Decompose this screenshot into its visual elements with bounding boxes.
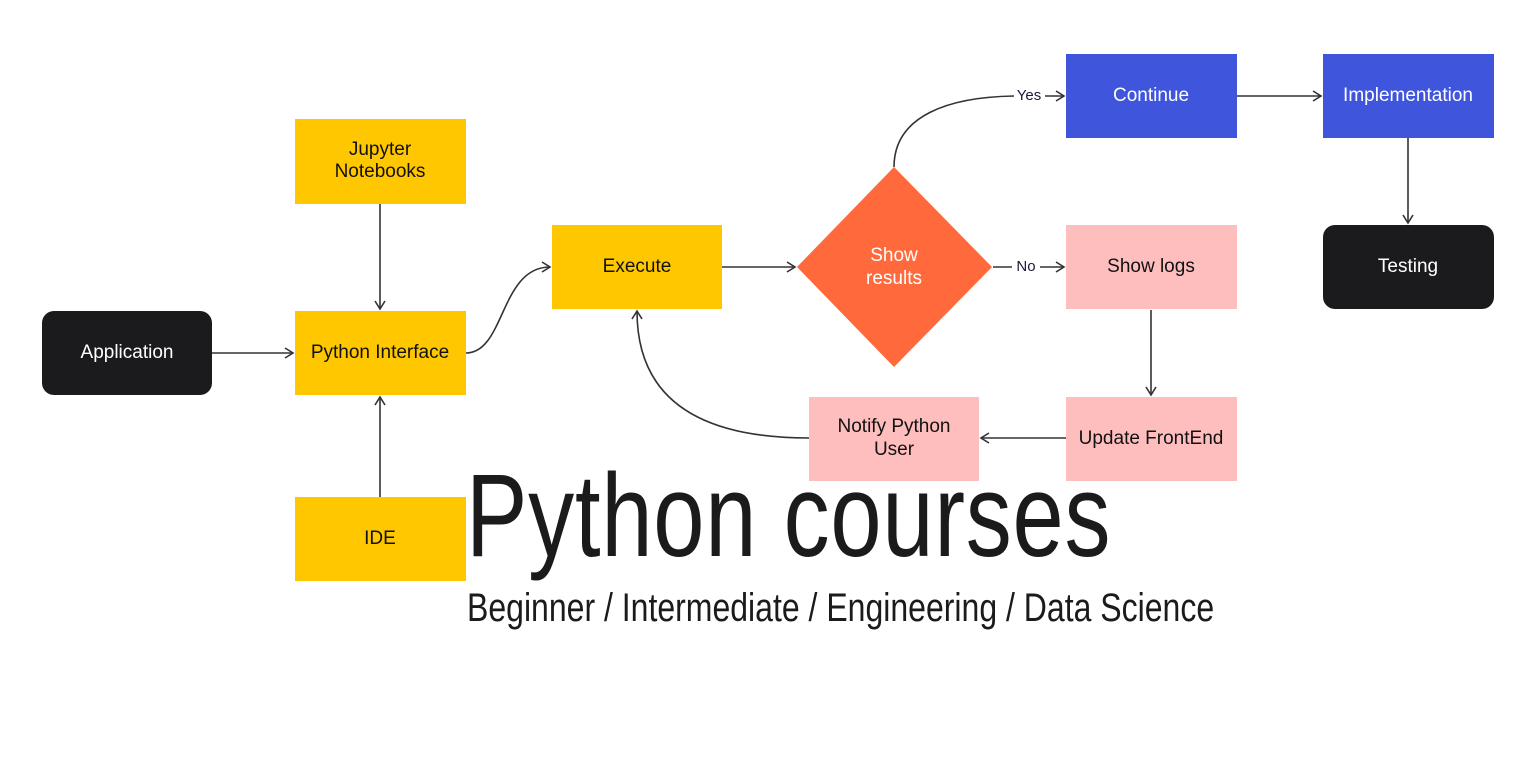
svg-text:Jupyter: Jupyter (349, 139, 412, 160)
node-application[interactable]: Application (42, 311, 212, 395)
edge-yes (893, 95, 1015, 168)
node-ide[interactable]: IDE (295, 497, 466, 581)
edge-label-yes: Yes (1017, 87, 1041, 104)
edge-label-no: No (1016, 258, 1035, 275)
edge-notify-to-execute (631, 309, 810, 439)
node-python-interface[interactable]: Python Interface (295, 311, 466, 395)
svg-text:User: User (874, 439, 915, 460)
edge-interface-to-execute (465, 261, 552, 354)
svg-text:Update FrontEnd: Update FrontEnd (1079, 428, 1224, 449)
svg-text:Notebooks: Notebooks (335, 161, 426, 182)
svg-text:Continue: Continue (1113, 85, 1189, 106)
svg-text:Show: Show (870, 245, 918, 266)
page-subtitle: Beginner / Intermediate / Engineering / … (467, 586, 1215, 630)
node-implementation[interactable]: Implementation (1323, 54, 1494, 138)
svg-text:Implementation: Implementation (1343, 85, 1473, 106)
svg-text:Notify Python: Notify Python (838, 416, 951, 437)
node-notify-python-user[interactable]: Notify Python User (809, 397, 979, 481)
svg-text:Application: Application (81, 342, 174, 363)
node-jupyter-notebooks[interactable]: Jupyter Notebooks (295, 119, 466, 204)
node-show-results-decision[interactable]: Show results (797, 167, 992, 367)
svg-text:Show logs: Show logs (1107, 256, 1195, 277)
svg-text:Python Interface: Python Interface (311, 342, 449, 363)
svg-text:IDE: IDE (364, 528, 396, 549)
node-update-frontend[interactable]: Update FrontEnd (1066, 397, 1237, 481)
node-continue[interactable]: Continue (1066, 54, 1237, 138)
node-testing[interactable]: Testing (1323, 225, 1494, 309)
node-show-logs[interactable]: Show logs (1066, 225, 1237, 309)
svg-text:Execute: Execute (603, 256, 672, 277)
svg-text:results: results (866, 268, 922, 289)
page-title: Python courses (466, 450, 1112, 582)
svg-text:Testing: Testing (1378, 256, 1438, 277)
node-execute[interactable]: Execute (552, 225, 722, 309)
